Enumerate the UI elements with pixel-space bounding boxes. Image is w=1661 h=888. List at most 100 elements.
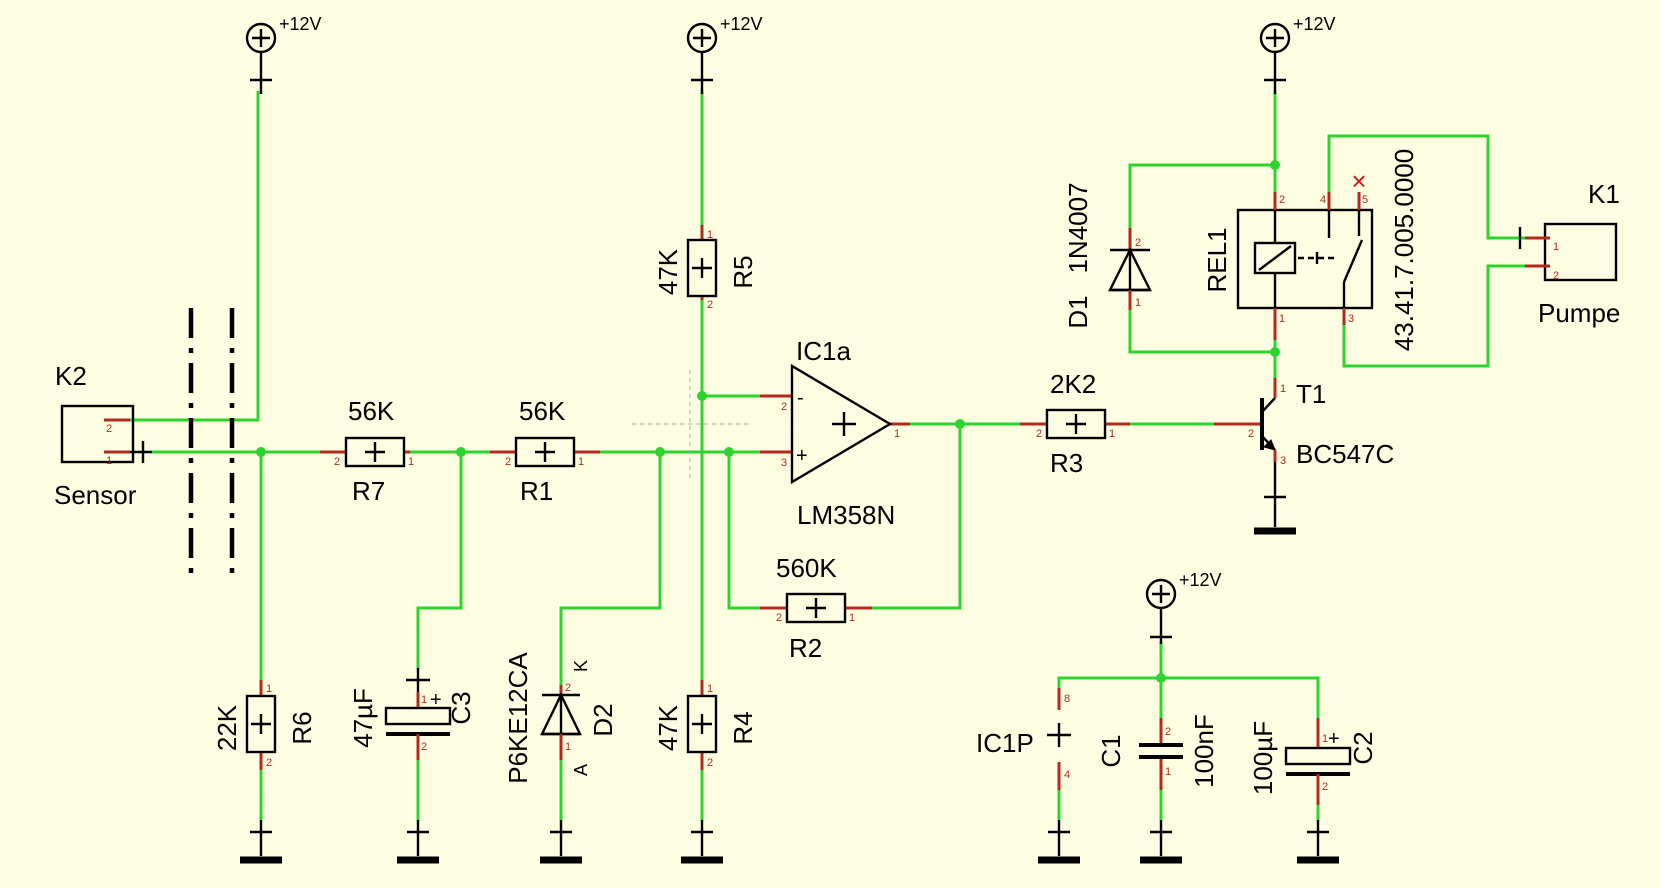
cable-break-marks [188,308,235,580]
svg-text:2: 2 [1036,428,1042,440]
power-12v-1: +12V [245,14,322,94]
ground-d2 [540,820,582,864]
resistor-r1: 2 1 56K R1 [490,396,600,506]
svg-text:2: 2 [776,612,782,624]
c3-value: 47µF [348,688,378,748]
svg-text:1: 1 [408,456,414,468]
capacitor-c3: + 1 2 47µF C3 [348,668,476,760]
ground-c2 [1297,820,1339,864]
c3-ref: C3 [446,691,476,724]
ic-supply-ic1p: 8 4 IC1P [976,688,1071,790]
svg-text:1: 1 [565,741,571,753]
svg-text:1: 1 [421,694,427,706]
c3-plus: + [430,689,442,711]
svg-text:2: 2 [334,456,340,468]
r2-value: 560K [776,553,837,583]
ground-r6 [240,820,282,864]
ground-ic1p [1038,820,1080,864]
resistor-r2: 2 1 560K R2 [760,553,872,663]
r6-ref: R6 [287,711,317,744]
svg-text:2: 2 [707,757,713,769]
cursor-crosshair [632,370,752,480]
svg-text:3: 3 [1280,455,1286,467]
ground-symbols [240,462,1339,864]
d2-value: P6KE12CA [503,652,533,784]
transistor-t1: 1 2 3 T1 BC547C [1214,378,1394,469]
svg-text:1: 1 [578,456,584,468]
rel1-value: 43.41.7.005.0000 [1389,149,1419,351]
d2-pin-a: A [571,764,591,776]
rel1-ref: REL1 [1202,227,1232,292]
power-label-3: +12V [1293,14,1336,34]
svg-text:2: 2 [1248,428,1254,440]
svg-text:5: 5 [1362,194,1368,206]
connector-k1: 1 2 K1 Pumpe [1518,179,1620,328]
svg-text:1: 1 [849,612,855,624]
svg-text:8: 8 [1064,693,1070,705]
r1-ref: R1 [520,476,553,506]
svg-text:1: 1 [1135,297,1141,309]
svg-text:2: 2 [565,682,571,694]
opamp-minus: - [797,387,804,409]
ic1a-ref: IC1a [796,336,851,366]
diode-d1: 2 1 D1 1N4007 [1063,182,1152,329]
r7-value: 56K [348,396,395,426]
svg-text:3: 3 [1348,313,1354,325]
svg-text:2: 2 [421,741,427,753]
opamp-plus: + [796,445,808,467]
resistor-r5: 1 2 47K R5 [653,225,758,311]
r3-ref: R3 [1050,448,1083,478]
r1-value: 56K [519,396,566,426]
svg-text:2: 2 [1553,270,1559,282]
k1-ref: K1 [1588,179,1620,209]
power-label-4: +12V [1179,570,1222,590]
r2-ref: R2 [789,633,822,663]
resistor-r6: 1 2 22K R6 [212,680,317,770]
svg-text:2: 2 [707,299,713,311]
power-12v-3: +12V [1259,14,1336,94]
c2-ref: C2 [1348,731,1378,764]
k2-name: Sensor [54,480,137,510]
power-12v-2: +12V [686,14,763,94]
r6-value: 22K [212,704,242,751]
r4-ref: R4 [728,711,758,744]
svg-text:3: 3 [781,457,787,469]
c2-value: 100µF [1248,721,1278,795]
resistor-r3: 2 1 2K2 R3 [1020,369,1130,478]
svg-text:1: 1 [1553,241,1559,253]
svg-text:2: 2 [505,456,511,468]
power-label-1: +12V [279,14,322,34]
ground-r4 [681,820,723,864]
wires [126,90,1527,822]
svg-text:1: 1 [1322,733,1328,745]
capacitor-c2: + 1 2 100µF C2 [1248,718,1378,805]
r5-ref: R5 [728,255,758,288]
ground-c3 [397,820,439,864]
r3-value: 2K2 [1050,369,1096,399]
c1-value: 100nF [1189,714,1219,788]
svg-text:2: 2 [106,423,112,435]
svg-text:1: 1 [1279,313,1285,325]
svg-text:4: 4 [1064,769,1070,781]
t1-value: BC547C [1296,439,1394,469]
opamp-ic1a: - + 2 3 1 IC1a LM358N [760,336,910,530]
svg-text:2: 2 [1135,237,1141,249]
relay-rel1: 2 1 4 5 3 × REL1 43.41.7.005.0000 [1202,149,1419,351]
svg-text:1: 1 [1280,383,1286,395]
capacitor-c1: 2 1 C1 100nF [1096,714,1219,790]
svg-text:1: 1 [1109,428,1115,440]
no-connect-mark: × [1351,166,1366,196]
power-12v-4: +12V [1145,570,1222,644]
d2-ref: D2 [588,703,618,736]
k1-name: Pumpe [1538,298,1620,328]
ground-t1 [1254,462,1296,535]
ground-c1 [1140,820,1182,864]
svg-text:2: 2 [266,757,272,769]
diode-d2: 2 1 K A P6KE12CA D2 [503,652,618,784]
svg-text:1: 1 [106,455,112,467]
svg-text:2: 2 [1322,781,1328,793]
r4-value: 47K [653,704,683,751]
r5-value: 47K [653,248,683,295]
resistor-r4: 1 2 47K R4 [653,680,758,770]
